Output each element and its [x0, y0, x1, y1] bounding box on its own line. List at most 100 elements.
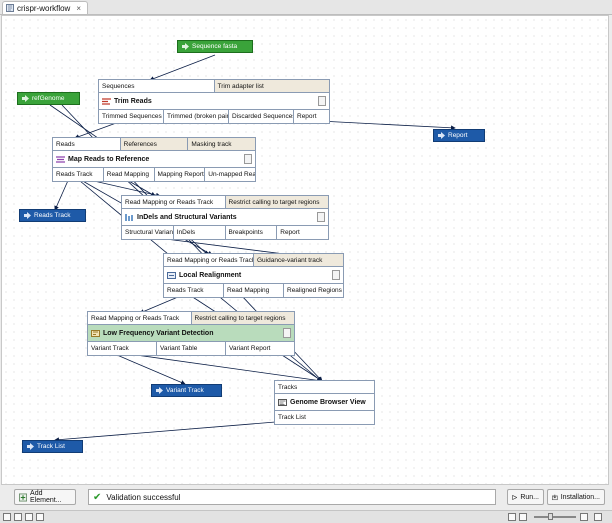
block-title: InDels and Structural Variants	[137, 213, 237, 221]
block-title-cell: Local Realignment	[164, 267, 343, 283]
zoom-slider[interactable]	[534, 516, 576, 518]
output-variant-track[interactable]: Variant Track	[151, 384, 222, 397]
zoom-fit-icon[interactable]	[25, 513, 33, 521]
input-label: Sequence fasta	[192, 43, 238, 50]
installation-button[interactable]: Installation...	[547, 489, 605, 505]
output-reads-track[interactable]: Reads Track	[19, 209, 86, 222]
run-icon	[512, 494, 518, 500]
output-port[interactable]: Realigned Regions	[287, 287, 342, 294]
input-port[interactable]: Guidance-variant track	[254, 254, 343, 266]
map-reads-icon	[56, 155, 65, 163]
output-track-list[interactable]: Track List	[22, 440, 83, 453]
input-port[interactable]: Read Mapping or Reads Track	[122, 196, 226, 208]
run-label: Run...	[520, 493, 539, 501]
input-port[interactable]: Trim adapter list	[214, 80, 329, 92]
document-icon[interactable]	[332, 270, 340, 280]
block-trim-reads[interactable]: Sequences Trim adapter list Trim Reads T…	[98, 79, 330, 124]
output-port[interactable]: Read Mapping	[104, 168, 155, 181]
input-port[interactable]: Tracks	[278, 383, 298, 391]
tab-crispr-workflow[interactable]: crispr-workflow ×	[2, 1, 88, 14]
document-icon[interactable]	[317, 212, 325, 222]
output-port[interactable]: Report	[297, 113, 317, 120]
zoom-slider-handle[interactable]	[548, 513, 553, 520]
output-report[interactable]: Report	[433, 129, 485, 142]
output-port[interactable]: Mapping Report	[155, 168, 206, 181]
output-port[interactable]: Structural Variants	[122, 226, 174, 239]
input-sequence-fasta[interactable]: Sequence fasta	[177, 40, 253, 53]
block-indels[interactable]: Read Mapping or Reads Track Restrict cal…	[121, 195, 329, 240]
bottom-toolbar: Add Element... ✔ Validation successful R…	[0, 486, 612, 510]
genome-browser-icon	[278, 398, 287, 406]
layout-icon[interactable]	[3, 513, 11, 521]
block-title-cell: Genome Browser View	[275, 394, 374, 410]
output-port[interactable]: Variant Track	[88, 342, 157, 355]
grid-icon[interactable]	[14, 513, 22, 521]
output-port[interactable]: Un-mapped Reads	[208, 171, 255, 178]
block-title-cell: Map Reads to Reference	[53, 151, 255, 167]
input-port[interactable]: References	[120, 138, 189, 150]
add-icon	[19, 492, 28, 502]
select-mode-icon[interactable]	[508, 513, 516, 521]
export-icon[interactable]	[36, 513, 44, 521]
installation-label: Installation...	[560, 493, 600, 501]
run-button[interactable]: Run...	[507, 489, 544, 505]
input-arrow-icon	[182, 43, 189, 50]
output-label: Track List	[37, 443, 65, 450]
input-port[interactable]: Sequences	[99, 80, 215, 92]
tab-title: crispr-workflow	[17, 3, 71, 13]
validation-status: ✔ Validation successful	[88, 489, 496, 505]
document-icon[interactable]	[283, 328, 291, 338]
block-title-cell: InDels and Structural Variants	[122, 209, 328, 225]
installation-icon	[552, 494, 558, 500]
input-port[interactable]: Masking track	[188, 138, 256, 150]
output-port[interactable]: Discarded Sequences	[229, 110, 294, 123]
zoom-reset-icon[interactable]	[594, 513, 602, 521]
variant-detection-icon	[91, 329, 100, 337]
checkmark-icon: ✔	[93, 491, 102, 503]
document-icon[interactable]	[244, 154, 252, 164]
output-port[interactable]: Trimmed (broken pairs)	[164, 110, 229, 123]
output-port[interactable]: Breakpoints	[226, 226, 278, 239]
block-genome-browser-view[interactable]: Tracks Genome Browser View Track List	[274, 380, 375, 425]
block-low-frequency-variant-detection[interactable]: Read Mapping or Reads Track Restrict cal…	[87, 311, 295, 356]
workflow-icon	[6, 4, 14, 12]
input-arrow-icon	[22, 95, 29, 102]
block-local-realignment[interactable]: Read Mapping or Reads Track Guidance-var…	[163, 253, 344, 298]
input-port[interactable]: Restrict calling to target regions	[225, 196, 328, 208]
input-port[interactable]: Read Mapping or Reads Track	[88, 312, 192, 324]
output-port[interactable]: Reads Track	[164, 284, 224, 297]
input-port[interactable]: Restrict calling to target regions	[191, 312, 294, 324]
output-arrow-icon	[156, 387, 163, 394]
block-map-reads[interactable]: Reads References Masking track Map Reads…	[52, 137, 256, 182]
zoom-in-icon[interactable]	[580, 513, 588, 521]
add-element-label: Add Element...	[30, 490, 62, 504]
document-icon[interactable]	[318, 96, 326, 106]
output-port[interactable]: Variant Report	[229, 345, 271, 352]
status-bar	[0, 510, 612, 523]
output-port[interactable]: Report	[280, 229, 300, 236]
output-arrow-icon	[27, 443, 34, 450]
zoom-out-icon[interactable]	[519, 513, 527, 521]
output-port[interactable]: Variant Table	[157, 342, 226, 355]
output-label: Report	[448, 132, 468, 139]
block-title-cell: Trim Reads	[99, 93, 329, 109]
output-port[interactable]: InDels	[174, 226, 226, 239]
close-icon[interactable]: ×	[76, 3, 82, 13]
editor-tab-bar: crispr-workflow ×	[0, 0, 612, 15]
input-port[interactable]: Read Mapping or Reads Track	[164, 254, 254, 266]
output-port[interactable]: Read Mapping	[224, 284, 284, 297]
output-port[interactable]: Track List	[278, 414, 306, 421]
block-title-cell: Low Frequency Variant Detection	[88, 325, 294, 341]
input-port[interactable]: Reads	[53, 138, 121, 150]
input-ref-genome[interactable]: refGenome	[17, 92, 80, 105]
block-title: Map Reads to Reference	[68, 155, 150, 163]
validation-text: Validation successful	[106, 492, 181, 502]
output-port[interactable]: Reads Track	[53, 168, 104, 181]
block-title: Local Realignment	[179, 271, 242, 279]
add-element-button[interactable]: Add Element...	[14, 489, 76, 505]
output-label: Reads Track	[34, 212, 71, 219]
input-label: refGenome	[32, 95, 65, 102]
output-port[interactable]: Trimmed Sequences	[99, 110, 164, 123]
indels-icon	[125, 213, 133, 221]
block-title: Trim Reads	[114, 97, 152, 105]
